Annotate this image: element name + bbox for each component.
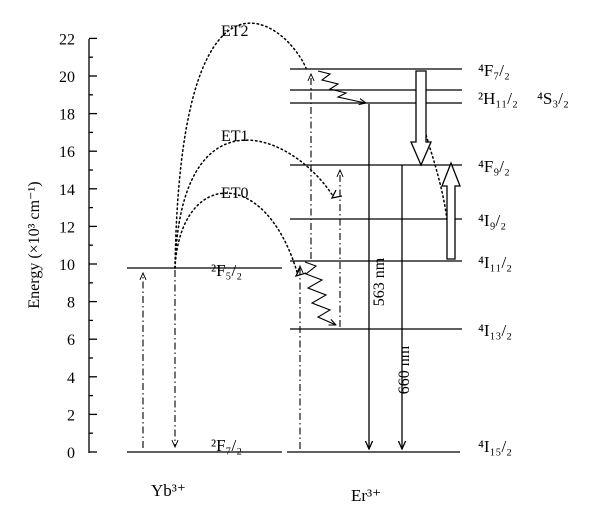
er-levels: ⁴F₇/₂ ²H₁₁/₂ ⁴S₃/₂ ⁴F₉/₂ ⁴I₉/₂ ⁴I₁₁/₂ ⁴I… xyxy=(287,61,569,505)
y-axis-title: Energy (×10³ cm⁻¹) xyxy=(26,181,43,308)
yb-levels: ²F₅/₂ ²F₇/₂ Yb³⁺ xyxy=(127,261,282,500)
et0-hook xyxy=(294,267,307,278)
yb-2f72-label: ²F₇/₂ xyxy=(211,436,242,455)
yb-transitions xyxy=(143,270,175,448)
er-4f92-label: ⁴F₉/₂ xyxy=(478,157,510,176)
et0-curve xyxy=(174,192,298,273)
red-emission-label: 660 nm xyxy=(396,345,413,394)
et2-label: ET2 xyxy=(221,23,249,40)
et1-hook xyxy=(330,189,343,199)
y-tick-label: 8 xyxy=(67,295,75,312)
er-nr-11-13-wavy xyxy=(304,261,336,325)
et2-curve xyxy=(174,22,307,269)
er-4i152-label: ⁴I₁₅/₂ xyxy=(478,437,512,456)
er-ion-label: Er³⁺ xyxy=(351,486,381,505)
et1-label: ET1 xyxy=(221,128,249,145)
er-4i92-label: ⁴I₉/₂ xyxy=(478,211,506,230)
et0-label: ET0 xyxy=(221,185,249,202)
er-4i112-label: ⁴I₁₁/₂ xyxy=(478,253,512,272)
y-tick-label: 4 xyxy=(67,370,75,387)
y-tick-label: 18 xyxy=(59,107,75,124)
nonradiative-relaxations xyxy=(304,70,366,325)
y-tick-label: 22 xyxy=(59,31,75,48)
y-tick-label: 0 xyxy=(67,445,75,462)
er-2h112-label: ²H₁₁/₂ xyxy=(478,89,518,108)
emission-arrows: 563 nm 660 nm xyxy=(369,104,413,449)
y-tick-label: 20 xyxy=(59,69,75,86)
y-tick-label: 2 xyxy=(67,407,75,424)
et-return-curve xyxy=(420,117,449,231)
y-tick-label: 14 xyxy=(59,182,75,199)
y-axis: 0 2 4 6 8 10 12 14 16 18 20 22 Energy (×10³ cm⁻¹) xyxy=(26,31,97,462)
hollow-arrows xyxy=(410,70,461,260)
y-tick-label: 10 xyxy=(59,257,75,274)
et1-curve xyxy=(174,139,334,269)
er-4f72-label: ⁴F₇/₂ xyxy=(478,61,510,80)
yb-2f52-label: ²F₅/₂ xyxy=(211,261,242,280)
hollow-up-arrow xyxy=(441,161,461,260)
y-tick-label: 16 xyxy=(59,144,75,161)
er-4i132-label: ⁴I₁₃/₂ xyxy=(478,321,512,340)
y-tick-label: 6 xyxy=(67,332,75,349)
er-nr-f72-s32-wavy xyxy=(317,70,366,103)
hollow-down-arrow xyxy=(410,70,432,167)
er-excitation-arrows xyxy=(300,74,340,449)
y-tick-label: 12 xyxy=(59,219,75,236)
er-4s32-label: ⁴S₃/₂ xyxy=(537,89,569,108)
energy-transfer-curves: ET0 ET1 ET2 xyxy=(174,22,449,278)
green-emission-label: 563 nm xyxy=(371,257,388,306)
yb-ion-label: Yb³⁺ xyxy=(151,481,186,500)
